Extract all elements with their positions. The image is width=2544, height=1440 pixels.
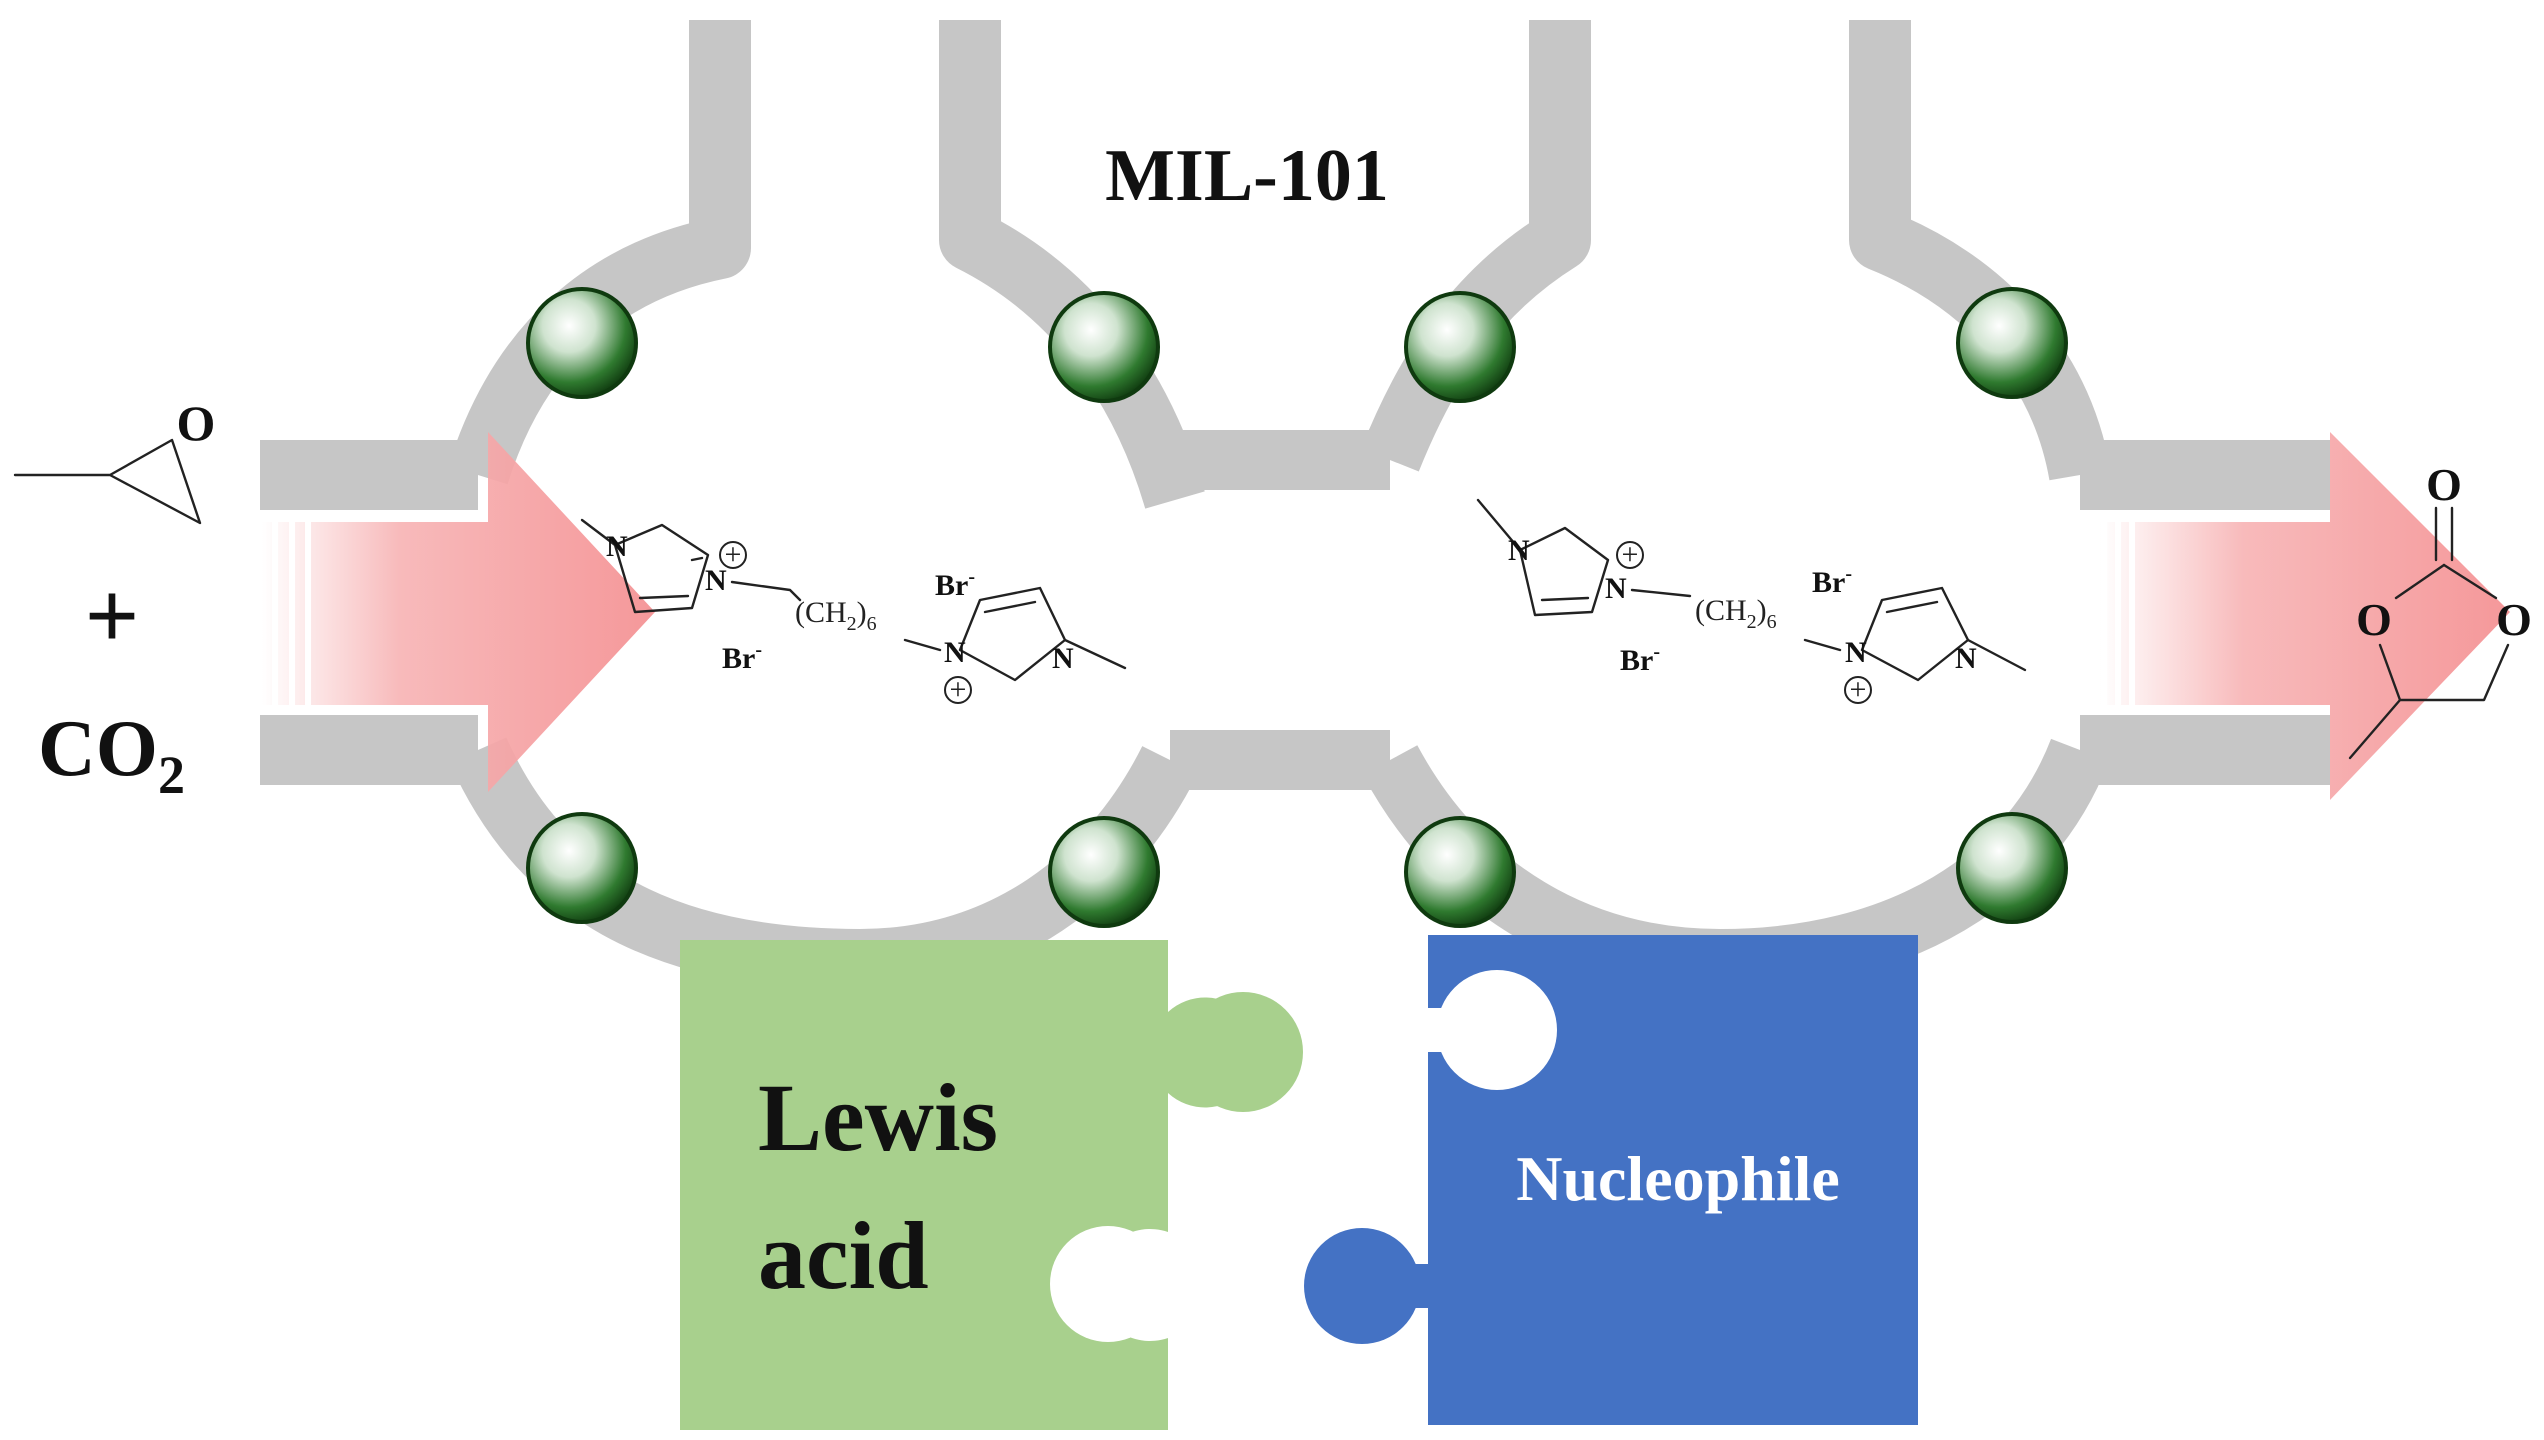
left-linker: (CH2)6	[795, 596, 877, 635]
co2-main: CO	[38, 705, 158, 793]
inlet-arrow	[262, 432, 655, 792]
left-n-atom-1: N	[606, 530, 628, 563]
outlet-arrow	[2100, 432, 2510, 800]
lewis-acid-puzzle-piece	[680, 940, 1303, 1430]
metal-node-ball	[1404, 816, 1516, 928]
right-n-atom-3: N	[1845, 636, 1867, 669]
left-n-atom-4: N	[1052, 642, 1074, 675]
co2-subscript: 2	[158, 745, 185, 805]
left-n-atom-3: N	[944, 636, 966, 669]
right-linker: (CH2)6	[1695, 594, 1777, 633]
right-n-atom-2: N	[1605, 572, 1627, 605]
ring-oxygen-right-label: O	[2496, 594, 2532, 645]
right-n-atom-1: N	[1508, 534, 1530, 567]
right-bromide-2: Br-	[1620, 641, 1660, 677]
left-cage-wall-top	[448, 20, 751, 485]
epoxide-oxygen-label: O	[177, 395, 216, 451]
propylene-oxide-structure: O	[13, 395, 216, 525]
left-bromide-2: Br-	[722, 639, 762, 675]
mof-framework	[260, 20, 2330, 991]
left-charge-2: +	[950, 673, 967, 706]
lewis-acid-label-line2: acid	[758, 1202, 929, 1309]
ionic-liquid-left: N N + (CH2)6 N N + Br- Br-	[580, 518, 1127, 706]
carbonyl-oxygen-label: O	[2426, 459, 2462, 510]
co2-label: CO2	[38, 705, 185, 805]
framework-label: MIL-101	[1105, 135, 1389, 217]
left-bromide-1: Br-	[935, 566, 975, 602]
metal-node-ball	[1048, 816, 1160, 928]
metal-node-ball	[1404, 291, 1516, 403]
ionic-liquid-right: N N + (CH2)6 N N + Br- Br-	[1476, 498, 2027, 706]
metal-node-ball	[1956, 812, 2068, 924]
left-cage-wall-top-right	[939, 20, 1205, 509]
right-n-atom-4: N	[1955, 642, 1977, 675]
nucleophile-puzzle-piece	[1304, 935, 1918, 1425]
lewis-acid-label-line1: Lewis	[758, 1064, 998, 1171]
propylene-carbonate-structure: O O O	[2348, 459, 2532, 760]
metal-node-ball	[526, 812, 638, 924]
nucleophile-label: Nucleophile	[1516, 1143, 1840, 1214]
right-bromide-1: Br-	[1812, 563, 1852, 599]
left-n-atom-2: N	[705, 564, 727, 597]
ring-oxygen-left-label: O	[2356, 594, 2392, 645]
right-charge-1: +	[1622, 538, 1639, 571]
right-charge-2: +	[1850, 673, 1867, 706]
left-charge-1: +	[725, 538, 742, 571]
metal-node-ball	[1048, 291, 1160, 403]
metal-node-ball	[526, 287, 638, 399]
plus-sign: +	[85, 562, 140, 669]
metal-node-ball	[1956, 287, 2068, 399]
right-cage-wall-top-right	[1849, 20, 2111, 481]
